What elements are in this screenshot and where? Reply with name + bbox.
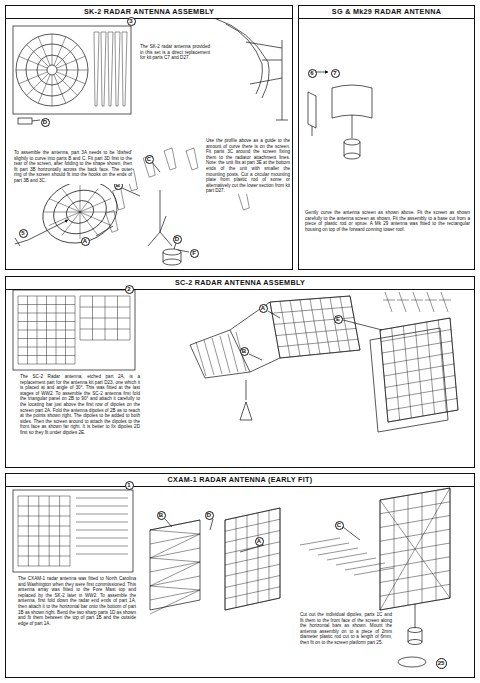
instruction-note: To assemble the antenna, part 3A needs t… (14, 150, 132, 184)
callout-letter: 3 (129, 18, 132, 24)
callout-circle: C (145, 155, 154, 164)
section-title: SG & Mk29 RADAR ANTENNA (299, 6, 474, 19)
callout-letter: 2 (127, 286, 130, 292)
section-title: SC-2 RADAR ANTENNA ASSEMBLY (6, 277, 474, 290)
callout-letter: E (336, 316, 340, 322)
callout-circle: 25 (436, 658, 447, 669)
callout-circle: F (190, 249, 199, 258)
instruction-note: Cut out the individual dipoles, parts 1C… (300, 612, 392, 646)
section-panel: SC-2 RADAR ANTENNA ASSEMBLY2A B E (5, 276, 475, 468)
callout-circle: 3 (127, 17, 136, 26)
callout-circle: 6 (308, 69, 317, 78)
callout-letter: 7 (333, 70, 336, 76)
callout-circle: A (255, 537, 264, 546)
callout-letter: F (192, 250, 196, 256)
callout-letter: C (337, 522, 341, 528)
callout-letter: B (242, 348, 246, 354)
callout-letter: B (159, 512, 163, 518)
instruction-note: The CXAM-1 radar antenna was fitted to N… (18, 576, 136, 626)
callout-circle: D (173, 235, 182, 244)
callout-circle: B (240, 347, 249, 356)
callout-circle: 1 (125, 481, 134, 490)
callout-circle: B (157, 511, 166, 520)
instruction-note: Gently curve the antenna screen as shown… (305, 210, 470, 232)
callout-letter: A (257, 538, 261, 544)
instruction-note: The SC-2 Radar antenna, etched part 2A, … (20, 374, 140, 436)
instruction-note: Use the profile above as a guide to the … (206, 138, 290, 194)
callout-circle: C (335, 521, 344, 530)
section-title: SK-2 RADAR ANTENNA ASSEMBLY (6, 6, 292, 19)
callout-circle: D (41, 118, 50, 127)
callout-circle: A (259, 304, 268, 313)
callout-letter: D (175, 236, 179, 242)
callout-letter: D (43, 119, 47, 125)
instruction-note: The SK-2 radar antenna provided in this … (140, 44, 210, 61)
callout-letter: D (207, 512, 211, 518)
etch-fret (13, 26, 131, 114)
callout-circle: 5 (19, 229, 28, 238)
callout-circle: 2 (125, 285, 134, 294)
callout-letter: 5 (21, 230, 24, 236)
callout-letter: 1 (127, 482, 130, 488)
callout-letter: A (83, 238, 87, 244)
callout-letter: C (147, 156, 151, 162)
callout-letter: 25 (438, 660, 445, 666)
callout-letter: A (261, 305, 265, 311)
callout-circle: D (205, 511, 214, 520)
callout-circle: E (334, 315, 343, 324)
section-title: CXAM-1 RADAR ANTENNA (EARLY FIT) (6, 474, 474, 487)
callout-letter: 6 (310, 70, 313, 76)
callout-circle: 7 (331, 69, 340, 78)
callout-circle: A (81, 237, 90, 246)
